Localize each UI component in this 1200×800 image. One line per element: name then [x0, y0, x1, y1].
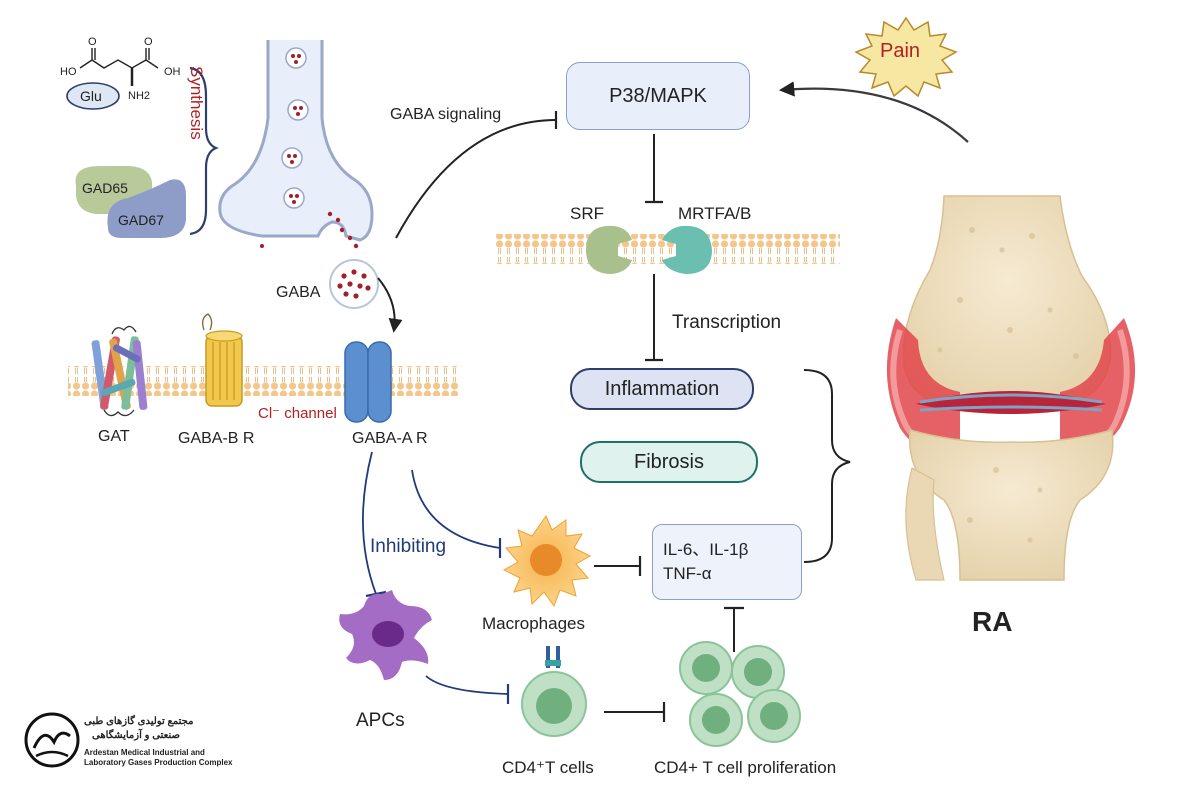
gaba-signaling-arrow [395, 119, 557, 239]
glutamate-o-right: O [144, 36, 153, 48]
logo-en-line2: Laboratory Gases Production Complex [84, 758, 233, 767]
p38-mapk-box: P38/MAPK [566, 62, 750, 130]
transcription-label: Transcription [672, 312, 782, 333]
gaba-vesicle [329, 259, 379, 309]
srf-protein [586, 225, 632, 274]
synthesis-label: Synthesis [187, 66, 206, 140]
company-logo-mark [24, 712, 80, 768]
macrophages-label: Macrophages [482, 614, 586, 633]
cytokines-box: IL-6、IL-1β TNF-α [652, 524, 802, 600]
cytokines-line1: IL-6、IL-1β [663, 540, 749, 559]
cl-channel-label: Cl⁻ channel [258, 405, 337, 422]
logo-fa-line1: مجتمع تولیدی گازهای طبی [84, 716, 194, 727]
cd4-cells-label: CD4⁺T cells [502, 758, 594, 777]
apcs-to-cd4-line [425, 675, 509, 695]
logo-en-line1: Ardestan Medical Industrial and [84, 748, 205, 757]
gaba-a-to-apcs-line [362, 451, 377, 595]
fibrosis-box: Fibrosis [580, 441, 758, 483]
synthesis-brace [189, 66, 219, 236]
gat-transporter [91, 325, 148, 417]
ra-knee-joint [886, 195, 1136, 581]
glu-badge [66, 82, 120, 110]
gat-label: GAT [98, 428, 130, 445]
srf-label: SRF [570, 204, 604, 223]
ra-to-p38-arrow [778, 81, 969, 143]
glu-label: Glu [80, 88, 102, 104]
mrtfa-label: MRTFA/B [678, 204, 752, 223]
glutamate-oh-right: OH [164, 66, 181, 78]
cd4-proliferation-cluster [679, 641, 801, 747]
ra-label: RA [972, 606, 1013, 637]
inhibiting-label: Inhibiting [370, 536, 447, 557]
apcs-label: APCs [356, 710, 405, 731]
pain-burst [854, 16, 958, 98]
gaba-a-to-macrophage-line [411, 469, 501, 549]
glutamate-o-left: O [88, 36, 97, 48]
outcome-brace [803, 369, 851, 563]
gad67-enzyme [107, 179, 186, 238]
gad67-label: GAD67 [118, 212, 164, 228]
pain-label: Pain [880, 40, 921, 62]
gad65-label: GAD65 [82, 180, 128, 196]
cd4-t-cell [521, 646, 587, 737]
macrophage-cell [502, 514, 592, 608]
gaba-a-receptor [344, 341, 392, 423]
glutamate-structure [79, 48, 159, 86]
presynaptic-terminal [218, 40, 374, 242]
gaba-signaling-label: GABA signaling [390, 106, 502, 123]
mrtfa-protein [662, 225, 712, 274]
cytokines-line2: TNF-α [663, 564, 712, 583]
glutamate-ho-left: HO [60, 66, 77, 78]
gaba-b-receptor [202, 313, 243, 407]
gaba-b-label: GABA-B R [178, 430, 255, 447]
gaba-a-label: GABA-A R [352, 430, 428, 447]
apc-cell [339, 590, 432, 680]
gaba-label: GABA [276, 284, 321, 301]
glutamate-nh2: NH2 [128, 90, 151, 102]
synaptic-vesicles [281, 47, 309, 209]
cd4-proliferation-label: CD4+ T cell proliferation [654, 758, 837, 777]
logo-fa-line2: صنعتی و آزمایشگاهی [92, 730, 180, 741]
inflammation-box: Inflammation [570, 368, 754, 410]
gaba-to-receptor-arrow [377, 277, 403, 333]
